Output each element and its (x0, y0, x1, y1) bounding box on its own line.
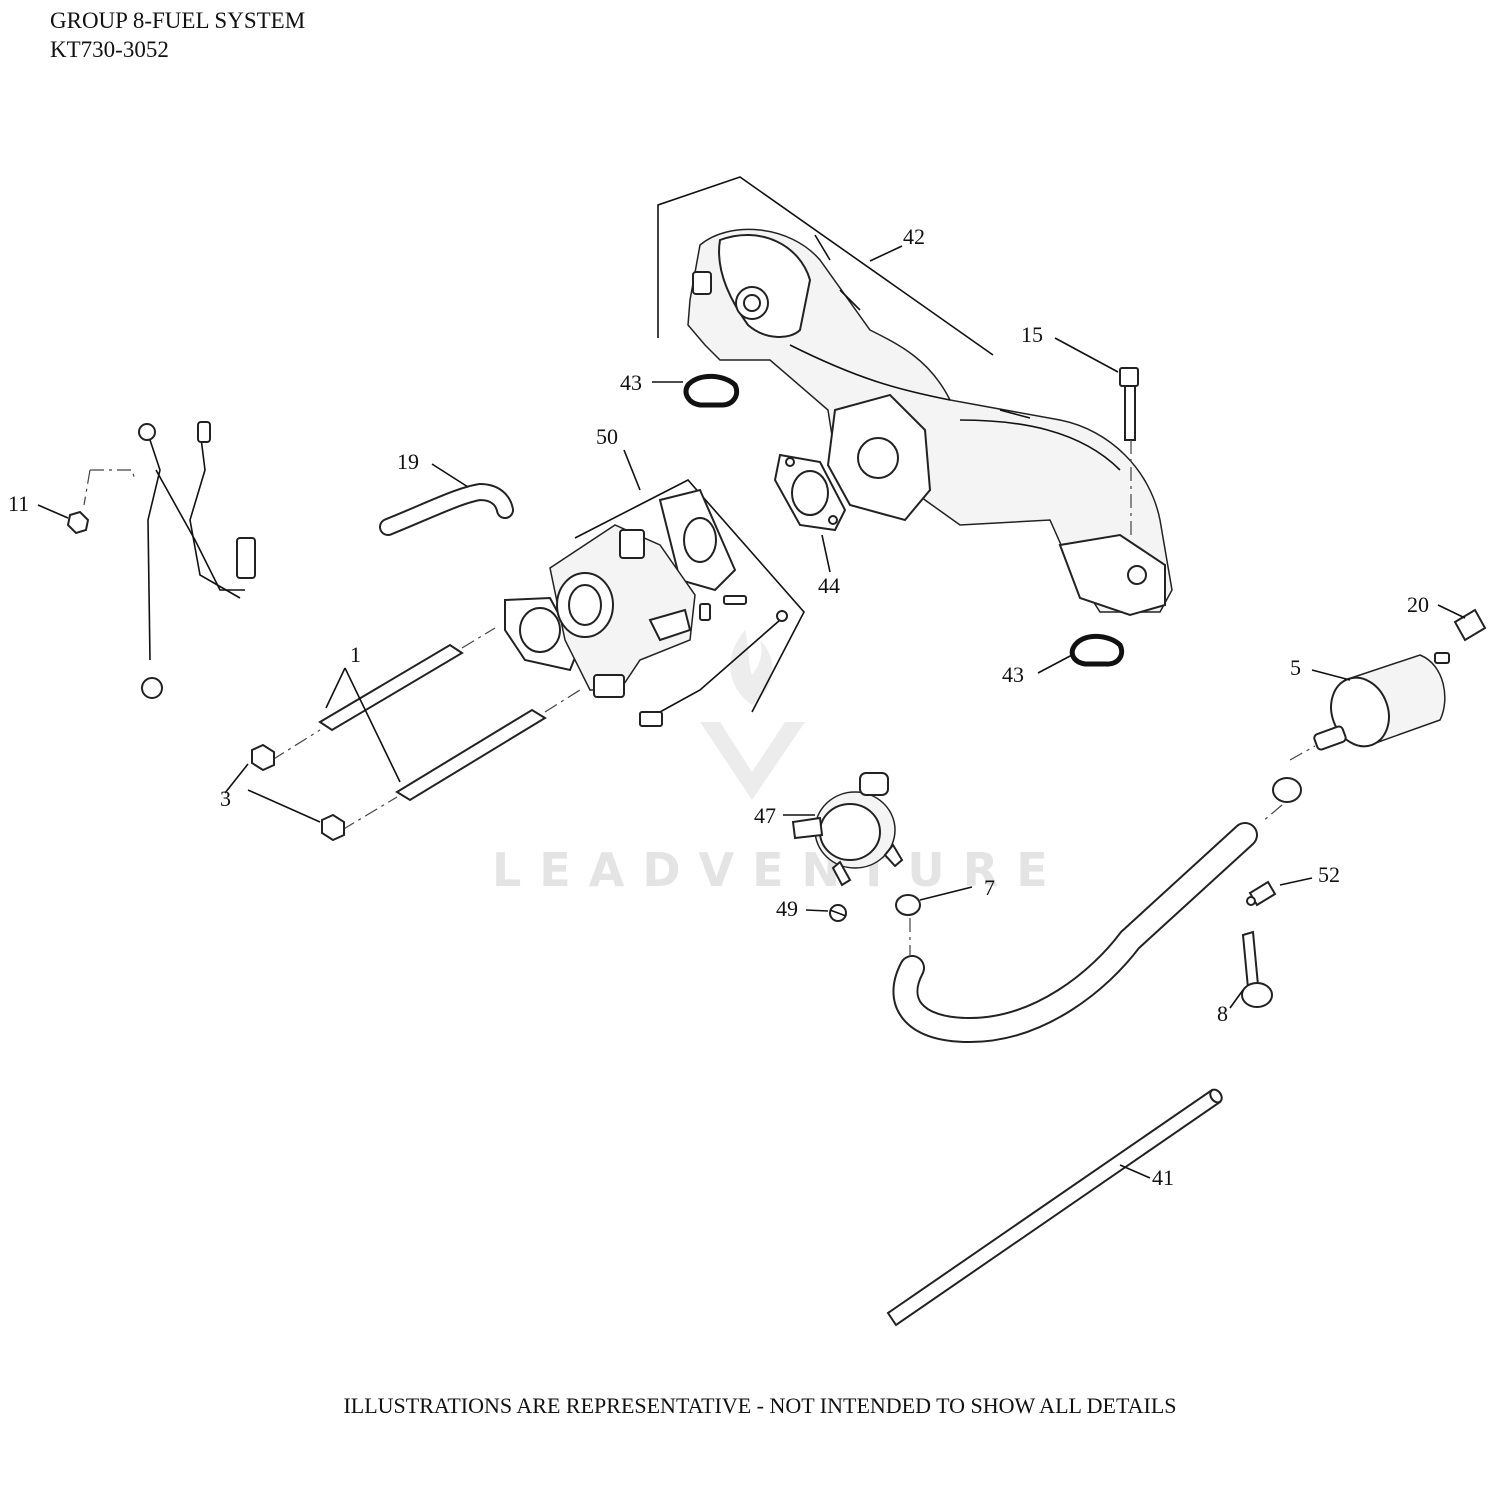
callout-44: 44 (818, 573, 840, 598)
fuel-filter-part (1289, 652, 1450, 761)
watermark: LEADVENTURE (492, 630, 1066, 897)
leader-3a (224, 763, 249, 794)
leader-50 (623, 449, 641, 491)
watermark-logo-icon (700, 722, 805, 800)
model-number: KT730-3052 (50, 37, 169, 62)
callout-49: 49 (776, 896, 798, 921)
callout-15: 15 (1021, 322, 1043, 347)
nuts-part (251, 743, 345, 842)
screw-49-part (829, 904, 847, 922)
bolt-11-part (66, 510, 90, 535)
long-fuel-hose-part (892, 822, 1258, 1044)
callout-7: 7 (984, 875, 995, 900)
leader-8 (1229, 989, 1244, 1009)
gasket-plate-part (773, 453, 847, 532)
leader-42 (869, 245, 903, 262)
carburetor-assembly-part (504, 479, 805, 727)
callout-43-lower: 43 (1002, 662, 1024, 687)
leader-11 (37, 504, 69, 519)
leader-49 (805, 909, 829, 912)
fuel-pump-part (791, 772, 904, 887)
clip-8-part (1241, 930, 1273, 1008)
leader-1b (344, 667, 401, 783)
callout-19: 19 (397, 449, 419, 474)
leader-52 (1279, 877, 1313, 886)
leader-15 (1054, 337, 1119, 373)
fitting-52-part (1246, 880, 1277, 907)
leader-19 (431, 463, 469, 488)
callout-47: 47 (754, 803, 776, 828)
carburetor-bracket-line (574, 479, 805, 713)
callout-11: 11 (8, 491, 29, 516)
watermark-text: LEADVENTURE (492, 843, 1066, 897)
intake-manifold-part (657, 176, 1173, 617)
callout-5: 5 (1290, 655, 1301, 680)
callout-50: 50 (596, 424, 618, 449)
bolt-part (1119, 367, 1139, 540)
stud-pair-part (271, 627, 581, 831)
short-hose-part (379, 482, 514, 536)
watermark-flame-icon (730, 630, 773, 705)
callout-43-upper: 43 (620, 370, 642, 395)
clamp-7-part (895, 894, 921, 955)
callout-8: 8 (1217, 1001, 1228, 1026)
ground-wire-harness-part (83, 421, 256, 699)
clamp-upper-part (1261, 777, 1302, 823)
callout-3: 3 (220, 786, 231, 811)
callout-41: 41 (1152, 1165, 1174, 1190)
tube-41-part (886, 1088, 1223, 1327)
leader-3b (247, 789, 321, 823)
leader-41 (1119, 1164, 1151, 1179)
leader-20 (1437, 604, 1466, 619)
gasket-lower-part (1069, 633, 1125, 667)
page-header: GROUP 8-FUEL SYSTEM KT730-3052 (50, 6, 305, 64)
group-title: GROUP 8-FUEL SYSTEM (50, 8, 306, 33)
manifold-bracket-line (657, 176, 994, 356)
leader-1a (325, 667, 346, 709)
callout-1: 1 (350, 642, 361, 667)
callout-20: 20 (1407, 592, 1429, 617)
disclaimer-footer: ILLUSTRATIONS ARE REPRESENTATIVE - NOT I… (343, 1393, 1177, 1418)
callout-42: 42 (903, 224, 925, 249)
leader-43-lower (1037, 654, 1073, 674)
callout-52: 52 (1318, 862, 1340, 887)
leader-44 (821, 534, 831, 573)
gasket-upper-part (683, 373, 740, 408)
leader-7 (919, 886, 973, 901)
leader-5 (1311, 669, 1351, 681)
